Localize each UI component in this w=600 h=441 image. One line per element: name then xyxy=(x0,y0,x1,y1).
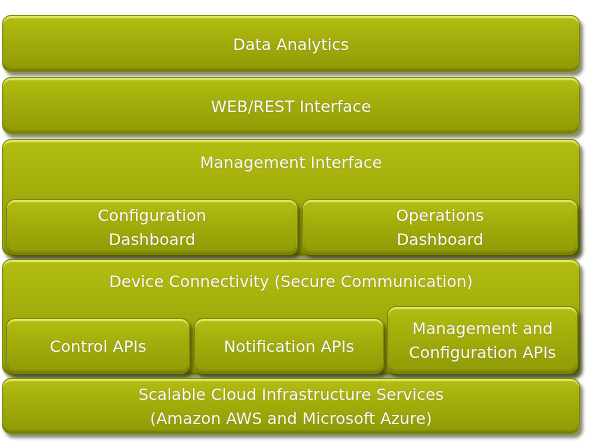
configuration-dashboard-block: Configuration Dashboard xyxy=(6,199,298,255)
control-apis-block: Control APIs xyxy=(6,318,190,374)
cloud-infrastructure-label: Scalable Cloud Infrastructure Services (… xyxy=(3,383,579,431)
management-interface-label: Management Interface xyxy=(199,153,383,172)
notification-apis-label: Notification APIs xyxy=(223,337,355,356)
management-configuration-apis-block: Management and Configuration APIs xyxy=(387,306,578,374)
data-analytics-label: Data Analytics xyxy=(233,35,349,54)
web-rest-interface-label: WEB/REST Interface xyxy=(210,97,372,116)
control-apis-label: Control APIs xyxy=(49,337,147,356)
cloud-infrastructure-line-2: (Amazon AWS and Microsoft Azure) xyxy=(149,409,432,428)
management-configuration-apis-line-2: Configuration APIs xyxy=(408,343,557,362)
configuration-dashboard-line-1: Configuration xyxy=(97,206,207,225)
operations-dashboard-label: Operations Dashboard xyxy=(303,204,577,252)
configuration-dashboard-line-2: Dashboard xyxy=(108,230,196,249)
cloud-infrastructure-line-1: Scalable Cloud Infrastructure Services xyxy=(138,385,444,404)
notification-apis-block: Notification APIs xyxy=(194,318,384,374)
layer-data-analytics: Data Analytics xyxy=(2,15,580,72)
management-configuration-apis-line-1: Management and xyxy=(412,319,553,338)
operations-dashboard-line-2: Dashboard xyxy=(396,230,484,249)
layer-web-rest-interface: WEB/REST Interface xyxy=(2,77,580,134)
configuration-dashboard-label: Configuration Dashboard xyxy=(7,204,297,252)
operations-dashboard-block: Operations Dashboard xyxy=(302,199,578,255)
management-configuration-apis-label: Management and Configuration APIs xyxy=(388,317,577,365)
layer-cloud-infrastructure: Scalable Cloud Infrastructure Services (… xyxy=(2,378,580,434)
operations-dashboard-line-1: Operations xyxy=(396,206,484,225)
device-connectivity-label: Device Connectivity (Secure Communicatio… xyxy=(109,272,473,291)
